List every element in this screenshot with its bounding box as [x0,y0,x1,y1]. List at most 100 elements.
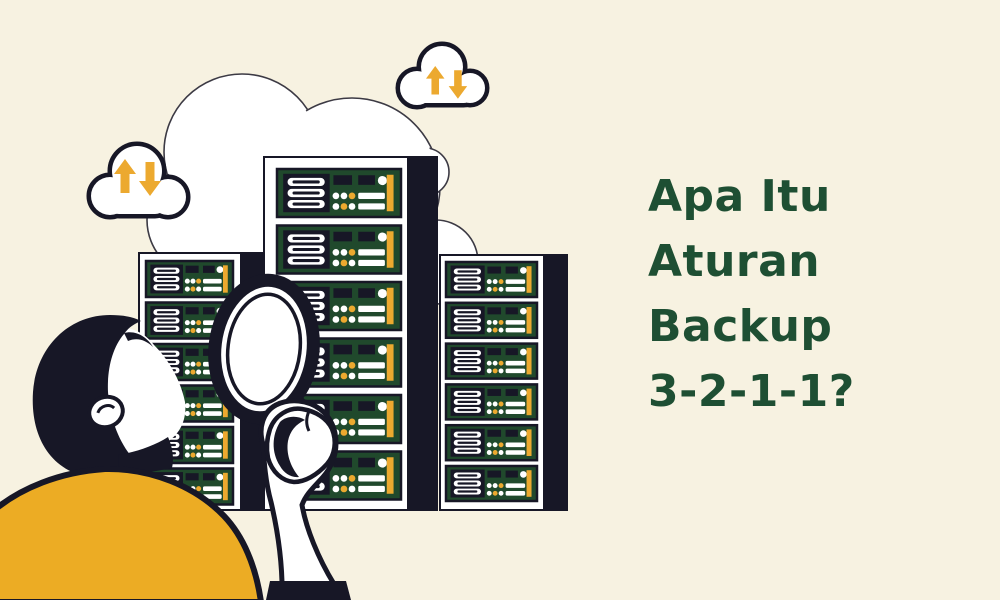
indicator-led [196,278,202,284]
indicator-led [486,442,492,448]
status-led [520,307,527,315]
indicator-led [184,278,190,284]
person-ear [87,394,125,430]
indicator-led [486,286,492,292]
indicator-led [348,192,356,200]
power-bar [386,344,394,381]
indicator-led [340,429,348,436]
indicator-led [348,418,356,426]
status-led [377,401,387,412]
indicator-led [340,475,348,482]
indicator-led [184,411,190,417]
power-bar [386,400,394,438]
server-unit [444,464,539,503]
indicator-led [332,192,340,200]
indicator-led [486,279,492,285]
indicator-led [184,444,190,450]
status-led [377,175,387,186]
indicator-led [190,403,196,409]
person-arm [258,398,351,600]
indicator-led [492,401,498,407]
hand-shadow [273,416,305,478]
indicator-led [486,450,492,455]
indicator-led [340,203,348,210]
indicator-led [190,361,196,367]
indicator-led [196,286,202,292]
indicator-led [498,279,504,285]
indicator-led [486,401,492,407]
indicator-led [348,249,356,256]
indicator-led [492,450,498,455]
indicator-led [498,409,504,415]
indicator-led [340,316,348,323]
sync-arrows-icon [114,159,161,196]
indicator-led [492,286,498,292]
indicator-led [184,403,190,409]
server-unit [444,301,539,340]
indicator-led [340,305,348,313]
status-led [377,458,387,468]
indicator-led [348,362,356,369]
indicator-led [190,286,196,292]
power-bar [386,231,394,268]
power-bar [526,347,532,375]
indicator-led [486,490,492,496]
indicator-led [340,372,348,380]
status-led [377,345,387,355]
indicator-led [184,328,190,334]
indicator-led [340,249,348,256]
indicator-led [498,319,504,325]
indicator-led [184,452,190,458]
server-unit [275,167,403,219]
person-cuff [266,581,351,600]
indicator-led [348,259,356,267]
indicator-led [184,361,190,367]
indicator-led [486,327,492,333]
indicator-led [332,485,340,493]
power-bar [526,307,532,334]
indicator-led [486,319,492,325]
indicator-led [196,320,202,326]
headline-line-4: 3-2-1-1? [648,366,855,417]
rack-side-panel [543,255,567,510]
power-bar [386,174,394,212]
indicator-led [492,483,498,489]
power-bar [386,287,394,325]
headline-line-1: Apa Itu [648,171,831,222]
indicator-led [190,444,196,450]
indicator-led [332,203,340,210]
power-bar [222,472,228,501]
power-bar [526,470,532,497]
indicator-led [196,444,202,450]
indicator-led [498,401,504,407]
cloud-sync-top [395,41,490,110]
power-bar [222,431,228,459]
status-led [520,267,527,274]
person-hair [32,315,142,478]
indicator-led [190,452,196,458]
indicator-led [498,442,504,448]
indicator-led [196,411,202,417]
indicator-led [190,411,196,417]
indicator-led [498,327,504,333]
indicator-led [332,305,340,313]
power-bar [222,265,228,293]
power-bar [526,266,532,293]
indicator-led [184,369,190,375]
indicator-led [492,490,498,496]
status-led [377,232,387,242]
magnifying-glass-icon [208,273,326,436]
status-led [520,389,527,397]
indicator-led [486,483,492,489]
indicator-led [190,320,196,326]
indicator-led [348,429,356,436]
indicator-led [498,483,504,489]
status-led [216,266,224,274]
indicator-led [332,316,340,323]
indicator-led [492,279,498,285]
server-unit [275,224,403,275]
indicator-led [196,369,202,375]
status-led [520,430,527,437]
